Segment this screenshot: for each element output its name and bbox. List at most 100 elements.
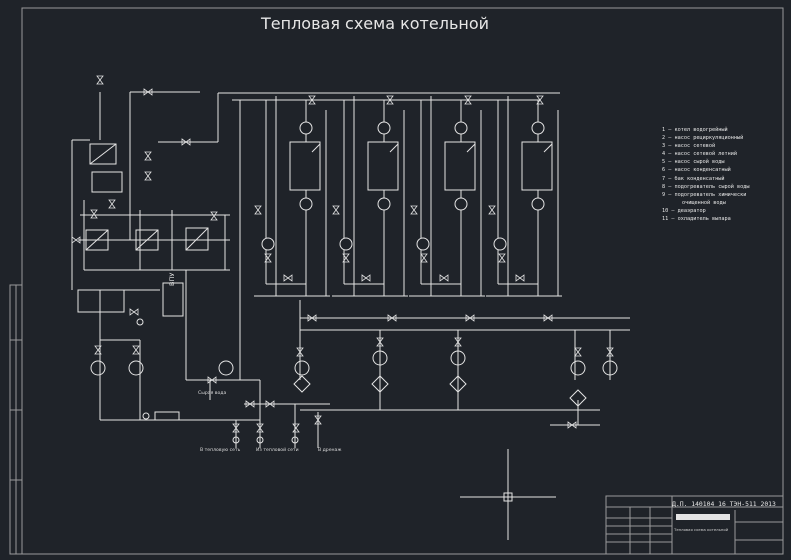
legend-item: 9 — подогреватель химически	[662, 191, 747, 198]
legend-item: 4 — насос сетевой летний	[662, 151, 737, 158]
valve-icon	[94, 345, 102, 355]
sidebar-pump-1	[90, 360, 106, 376]
valve-icon	[296, 347, 304, 357]
document-code: Д.П. 140104 16 ТЭН-511 2013	[672, 500, 776, 508]
valve-icon	[606, 347, 614, 357]
valve-icon	[143, 88, 153, 96]
legend-item: 2 — насос рециркуляционный	[662, 135, 744, 142]
valve-icon	[464, 95, 472, 105]
valve-icon	[254, 205, 262, 215]
boiler-pump	[261, 237, 275, 251]
valve-icon	[144, 151, 152, 161]
meter-1	[142, 412, 150, 420]
recirculation-pump	[531, 121, 545, 135]
valve-icon	[264, 253, 272, 263]
valve-icon	[308, 95, 316, 105]
legend-item: 3 — насос сетевой	[662, 143, 716, 150]
network-flow-meter	[299, 197, 313, 211]
valve-icon	[256, 423, 264, 433]
valve-icon	[498, 253, 506, 263]
boiler-unit-3	[409, 96, 485, 297]
raw-water-pump	[218, 360, 234, 376]
boiler	[367, 141, 399, 191]
from-network-label: Из тепловой сети	[256, 448, 299, 453]
valve-icon	[376, 337, 384, 347]
boiler	[521, 141, 553, 191]
drain-label: В дренаж	[318, 448, 342, 453]
title-block	[605, 495, 784, 555]
valve-icon	[207, 376, 217, 384]
heater-vent	[185, 227, 209, 251]
valve-icon	[283, 274, 293, 282]
filter-3	[449, 375, 467, 393]
network-pump-1	[294, 360, 310, 376]
condensate-tank	[91, 171, 123, 193]
boiler-unit-2	[332, 96, 408, 297]
valve-icon	[386, 95, 394, 105]
valve-icon	[332, 205, 340, 215]
meter-2	[232, 436, 240, 444]
valve-icon	[488, 205, 496, 215]
boiler-heat-exchanger	[89, 143, 117, 165]
legend-item: 7 — бак конденсатный	[662, 175, 725, 182]
vpu-unit	[162, 282, 184, 317]
recirculation-pump	[377, 121, 391, 135]
meter-3	[256, 436, 264, 444]
legend-item-continuation: очищенной воды	[682, 199, 726, 206]
valve-icon	[265, 400, 275, 408]
summer-pump-1	[570, 360, 586, 376]
heater-chemically-treated	[135, 229, 159, 251]
meter-5	[136, 318, 144, 326]
valve-icon	[342, 253, 350, 263]
valve-icon	[245, 400, 255, 408]
meter-4	[291, 436, 299, 444]
vpu-label: ВПУ	[168, 272, 176, 286]
sidebar-pump-2	[128, 360, 144, 376]
valve-icon	[574, 347, 582, 357]
raw-water-label: Сырая вода	[198, 391, 227, 396]
boiler-pump	[339, 237, 353, 251]
recirculation-pump	[299, 121, 313, 135]
network-pump-2	[372, 350, 388, 366]
filter-1	[293, 375, 311, 393]
cursor-crosshair	[460, 449, 556, 540]
valve-icon	[410, 205, 418, 215]
valve-icon	[96, 75, 104, 85]
boiler-pump	[416, 237, 430, 251]
valve-icon	[307, 314, 317, 322]
boiler-pump	[493, 237, 507, 251]
valve-icon	[439, 274, 449, 282]
recirculation-pump	[454, 121, 468, 135]
title-block-bar	[676, 514, 730, 520]
filter-2	[371, 375, 389, 393]
to-network-label: В тепловую сеть	[200, 448, 241, 453]
valve-icon	[387, 314, 397, 322]
valve-icon	[536, 95, 544, 105]
sheet-frame	[21, 7, 784, 555]
network-pump-3	[450, 350, 466, 366]
network-flow-meter	[377, 197, 391, 211]
valve-icon	[454, 337, 462, 347]
boiler-unit-1	[254, 96, 330, 297]
valve-icon	[181, 138, 191, 146]
valve-icon	[543, 314, 553, 322]
valve-icon	[129, 308, 139, 316]
valve-icon	[71, 236, 81, 244]
valve-icon	[465, 314, 475, 322]
network-flow-meter	[454, 197, 468, 211]
valve-icon	[210, 211, 218, 221]
legend-item: 5 — насос сырой воды	[662, 159, 725, 166]
boiler	[289, 141, 321, 191]
network-flow-meter	[531, 197, 545, 211]
valve-icon	[144, 171, 152, 181]
filter-4	[569, 389, 587, 407]
valve-icon	[132, 345, 140, 355]
page-title: Тепловая схема котельной	[260, 14, 490, 33]
cooler	[154, 411, 180, 421]
legend: 1 — котел водогрейный 2 — насос рециркул…	[662, 126, 782, 223]
valve-icon	[314, 415, 322, 425]
legend-item: 11 — охладитель выпара	[662, 216, 731, 223]
valve-icon	[292, 423, 300, 433]
sheet-title: Тепловая схема котельной	[674, 527, 729, 532]
